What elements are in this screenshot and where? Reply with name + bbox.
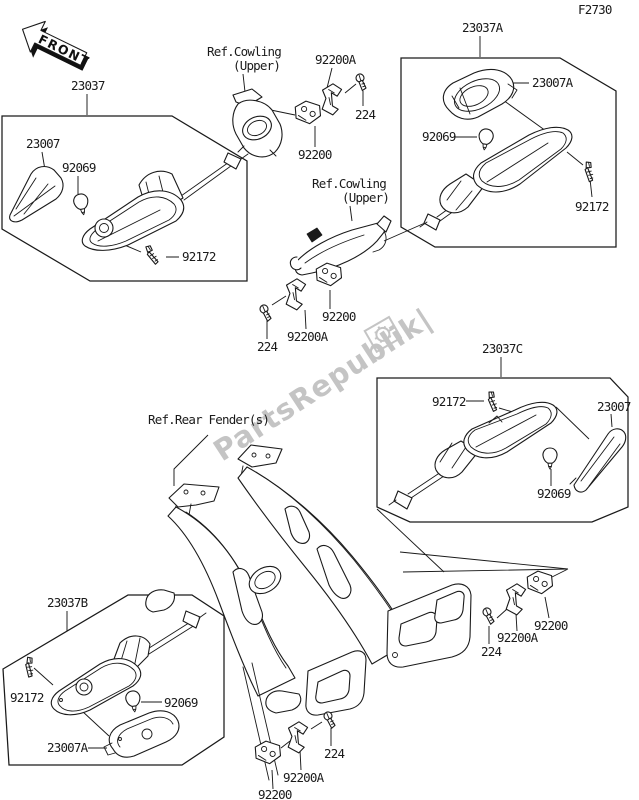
bulb-92069-3 — [542, 447, 558, 470]
damper-92200A-3 — [504, 582, 527, 616]
cowling-upper-part-1 — [232, 88, 283, 158]
watermark-text: PartsRepublik| — [207, 301, 438, 468]
part-label-92069-4: 92069 — [164, 695, 198, 710]
cover-23007A-1 — [442, 68, 518, 120]
screw-224-1 — [351, 72, 372, 93]
assembly-box-23037C — [376, 377, 629, 523]
ref-cowling-2-line1: Ref.Cowling — [312, 176, 386, 191]
part-label-23007A-1: 23007A — [532, 75, 574, 90]
turn-signal-lamp-2 — [419, 126, 573, 231]
front-arrow: FRONT — [21, 20, 92, 71]
part-label-92200-1: 92200 — [298, 147, 332, 162]
damper-92200-1 — [293, 99, 323, 126]
part-label-224-3: 224 — [481, 644, 501, 659]
watermark: PartsRepublik| — [207, 301, 438, 468]
part-label-224-4: 224 — [324, 746, 344, 761]
part-label-224-2: 224 — [257, 339, 277, 354]
assembly-boxes — [1, 57, 629, 766]
damper-92200-3 — [525, 569, 555, 596]
part-label-23007-1: 23007 — [26, 136, 60, 151]
damper-92200A-1 — [320, 82, 343, 116]
part-label-23007A-2: 23007A — [47, 740, 89, 755]
cowling-upper-part-2 — [289, 215, 392, 276]
damper-92200A-2 — [284, 277, 307, 311]
part-label-92172-2: 92172 — [575, 199, 609, 214]
screw-92172-4 — [17, 655, 42, 679]
screw-92172-3 — [481, 389, 504, 413]
ref-cowling-2-line2: (Upper) — [342, 190, 389, 205]
part-label-92200A-4: 92200A — [283, 770, 325, 785]
bulb-92069-1 — [71, 192, 92, 217]
turn-signal-lamp-1 — [81, 152, 249, 251]
assembly-box-23037A — [400, 57, 617, 248]
part-label-92200-3: 92200 — [534, 618, 568, 633]
part-label-92069-1: 92069 — [62, 160, 96, 175]
ref-cowling-1-line2: (Upper) — [233, 58, 280, 73]
gear-icon — [363, 315, 403, 354]
part-label-92200A-2: 92200A — [287, 329, 329, 344]
part-label-92172-3: 92172 — [432, 394, 466, 409]
part-label-23037A: 23037A — [462, 20, 504, 35]
bulb-92069-4 — [124, 689, 143, 714]
bulb-92069-2 — [476, 127, 495, 152]
turn-signal-lamp-4 — [50, 610, 207, 716]
assembly-box-23037B — [2, 594, 225, 766]
damper-92200-4 — [253, 739, 283, 766]
rear-fender-assembly — [145, 444, 472, 781]
part-label-23007-2: 23007 — [597, 399, 631, 414]
part-label-92069-2: 92069 — [422, 129, 456, 144]
turn-signal-lamp-3 — [388, 401, 558, 510]
screw-92172-1 — [142, 244, 162, 266]
cover-23007A-2 — [103, 710, 180, 758]
ref-rear-fender: Ref.Rear Fender(s) — [148, 412, 269, 427]
part-label-92172-4: 92172 — [10, 690, 44, 705]
ref-cowling-1-line1: Ref.Cowling — [207, 44, 281, 59]
screw-224-3 — [478, 606, 499, 626]
part-label-92200-2: 92200 — [322, 309, 356, 324]
part-label-23037C: 23037C — [482, 341, 523, 356]
page-code: F2730 — [578, 2, 612, 17]
part-label-224-1: 224 — [355, 107, 375, 122]
lens-23007-1 — [9, 165, 64, 223]
part-label-92069-3: 92069 — [537, 486, 571, 501]
assembly-box-23037 — [1, 115, 248, 282]
part-label-92172-1: 92172 — [182, 249, 216, 264]
lens-23007-2 — [569, 428, 627, 493]
part-label-92200A-3: 92200A — [497, 630, 539, 645]
part-label-92200A-1: 92200A — [315, 52, 357, 67]
part-label-23037: 23037 — [71, 78, 105, 93]
part-label-92200-4: 92200 — [258, 787, 292, 800]
damper-92200A-4 — [286, 720, 309, 754]
screw-224-2 — [255, 303, 276, 323]
part-labels: F2730 Ref.Cowling (Upper) Ref.Cowling (U… — [10, 2, 632, 800]
part-label-23037B: 23037B — [47, 595, 88, 610]
